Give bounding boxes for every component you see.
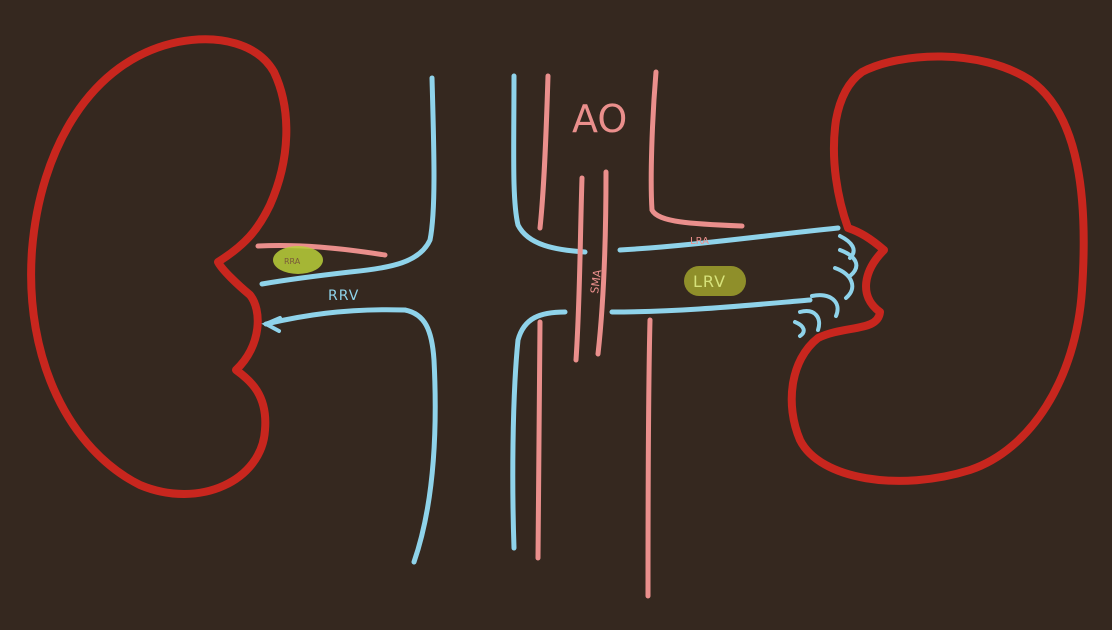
lrv-lower-left-wall bbox=[510, 309, 568, 551]
lrv-upper-wall bbox=[511, 73, 588, 255]
rra-highlight bbox=[273, 246, 323, 274]
aorta-label: AO bbox=[572, 97, 627, 141]
rrv-arrow bbox=[261, 316, 282, 333]
lrv-lower-right-wall bbox=[609, 297, 813, 315]
ivc-upper-wall bbox=[259, 75, 437, 287]
rra-label: RRA bbox=[284, 257, 301, 266]
lrv-highlight bbox=[684, 266, 746, 296]
sma-label: SMA bbox=[588, 268, 604, 294]
rrv-label: RRV bbox=[328, 288, 359, 304]
lrv-upper-right-wall bbox=[617, 225, 841, 253]
right-renal-artery bbox=[255, 242, 388, 258]
sma-right-wall bbox=[595, 169, 609, 357]
lrv-label: LRV bbox=[693, 272, 726, 291]
aorta-left-wall-lower bbox=[535, 319, 543, 561]
aorta-right-wall-upper bbox=[648, 69, 745, 229]
right-kidney bbox=[27, 35, 291, 498]
lra-label: LRA bbox=[690, 236, 709, 247]
aorta-right-wall-lower bbox=[645, 317, 653, 599]
ivc-lower-wall bbox=[263, 307, 438, 565]
sma-left-wall bbox=[573, 175, 585, 363]
left-hilar-branches bbox=[793, 234, 859, 338]
aorta-left-wall-upper bbox=[537, 73, 551, 231]
left-kidney bbox=[787, 52, 1088, 485]
